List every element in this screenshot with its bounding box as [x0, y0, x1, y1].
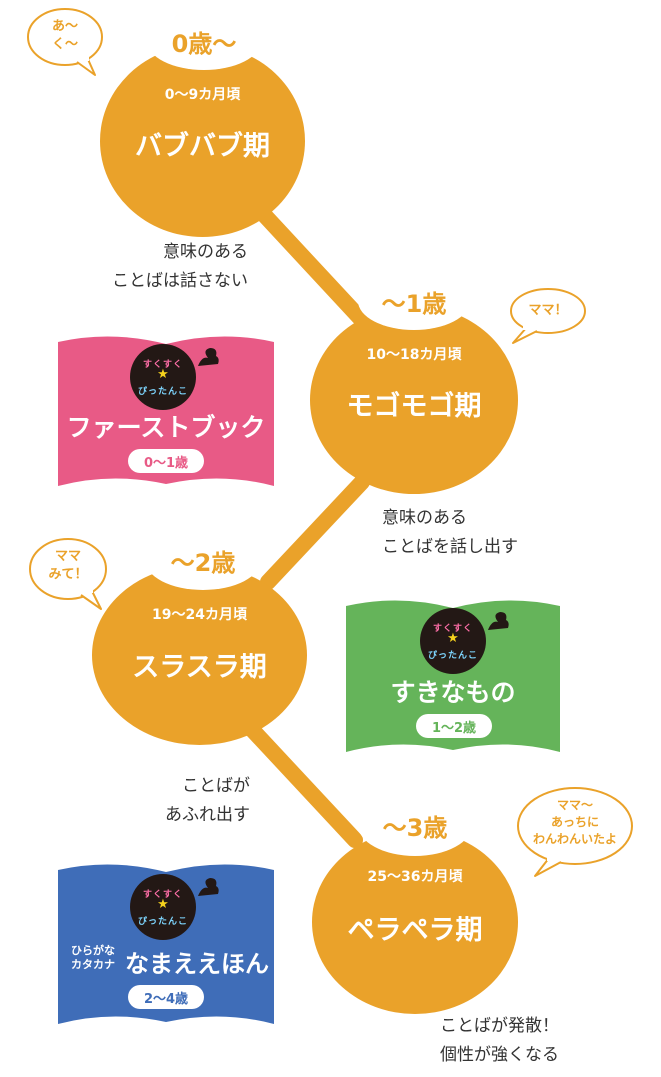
stage-description: ことばが発散！ 個性が強くなる — [440, 1016, 559, 1065]
speech-bubble-icon — [510, 288, 586, 344]
speech-bubble-text: ママ〜 あっちに わんわんいたよ — [532, 798, 617, 846]
months-label: 0〜9カ月頃 — [164, 87, 241, 103]
stage-name: バブバブ期 — [135, 131, 270, 162]
sprout-icon — [488, 612, 509, 630]
connector-line-1 — [247, 197, 368, 326]
sprout-icon — [198, 878, 219, 896]
stage-description: 意味のある ことばを話し出す — [382, 508, 518, 557]
stage-circle-babubabu — [100, 45, 305, 237]
stage-circle-perapera — [312, 830, 518, 1014]
book-title: ファーストブック — [66, 413, 266, 442]
logo-top-text: すくすく — [432, 624, 473, 634]
age-badge: 2〜4歳 — [128, 985, 204, 1009]
age-label: 〜1歳 — [381, 289, 447, 318]
months-label: 25〜36カ月頃 — [367, 869, 463, 885]
connector-line-3 — [237, 714, 363, 848]
stage-circle-mogomogo — [310, 306, 518, 494]
months-label: 10〜18カ月頃 — [366, 347, 462, 363]
age-pill: 0歳〜 — [147, 12, 261, 70]
age-pill: 〜3歳 — [358, 794, 472, 856]
logo-top-text: すくすく — [142, 360, 183, 370]
stage-description: ことばが あふれ出す — [165, 776, 250, 825]
age-pill: 〜1歳 — [358, 272, 470, 330]
brand-logo: すくすく ★ ぴったんこ — [130, 874, 196, 940]
star-icon: ★ — [447, 631, 459, 646]
brand-logo: すくすく ★ ぴったんこ — [130, 344, 196, 410]
speech-bubble-icon — [27, 8, 103, 76]
logo-top-text: すくすく — [142, 890, 183, 900]
speech-bubble-icon — [29, 538, 107, 610]
book-title: なまええほん — [125, 950, 269, 978]
age-label: 0歳〜 — [171, 29, 237, 58]
star-icon: ★ — [157, 897, 169, 912]
stage-name: スラスラ期 — [132, 652, 267, 683]
logo-bottom-text: ぴったんこ — [137, 387, 188, 397]
book-cover-name-book — [58, 864, 274, 1024]
speech-bubble-text: あ〜 く〜 — [51, 19, 78, 52]
logo-bottom-text: ぴったんこ — [137, 917, 188, 927]
speech-bubble-text: ママ みて！ — [48, 549, 88, 582]
book-title: すきなもの — [390, 678, 516, 707]
stage-circle-surasura — [92, 565, 307, 745]
brand-logo: すくすく ★ ぴったんこ — [420, 608, 486, 674]
speech-bubble-icon — [517, 787, 633, 877]
speech-bubble-text: ママ！ — [528, 303, 568, 318]
age-label: 〜3歳 — [382, 813, 448, 842]
sprout-icon — [198, 348, 219, 366]
age-badge: 1〜2歳 — [416, 714, 492, 738]
stage-name: ペラペラ期 — [347, 915, 483, 946]
stage-name: モゴモゴ期 — [346, 391, 482, 422]
connector-line-2 — [260, 474, 370, 590]
book-cover-first-book — [58, 336, 274, 486]
months-label: 19〜24カ月頃 — [152, 607, 247, 623]
logo-bottom-text: ぴったんこ — [427, 651, 478, 661]
age-label: 〜2歳 — [170, 548, 236, 577]
age-badge: 0〜1歳 — [128, 449, 204, 473]
book-prefix: ひらがな カタカナ — [71, 944, 115, 971]
star-icon: ★ — [157, 367, 169, 382]
book-cover-favorites — [346, 600, 560, 752]
age-pill: 〜2歳 — [145, 530, 261, 590]
stage-description: 意味のある ことばは話さない — [112, 242, 248, 291]
